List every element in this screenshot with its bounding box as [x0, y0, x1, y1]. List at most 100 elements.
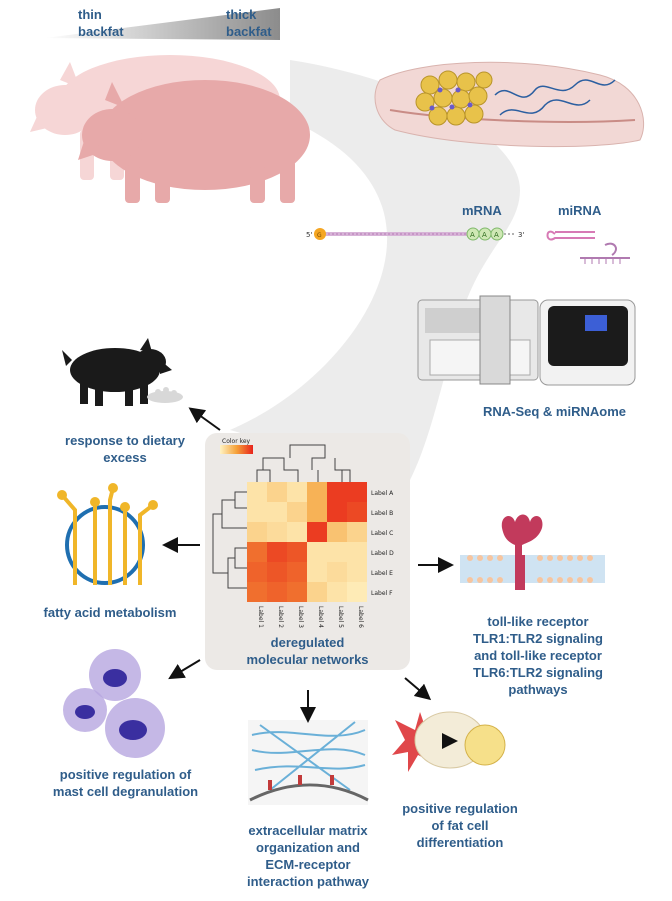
heatmap-cell-3-4	[327, 542, 347, 562]
thick-backfat-label: thick backfat	[226, 6, 272, 40]
heatmap-col-label-0: Label 1	[257, 606, 264, 628]
flow-swoosh	[230, 60, 520, 480]
heatmap-cell-5-5	[347, 582, 367, 602]
center-title: deregulated molecular networks	[215, 634, 400, 668]
heatmap-cell-1-4	[327, 502, 347, 522]
heatmap-cell-1-1	[267, 502, 287, 522]
heatmap-cell-1-5	[347, 502, 367, 522]
mast-cell-line-2: mast cell degranulation	[52, 784, 199, 799]
heatmap-row-label-5: Label F	[371, 590, 393, 597]
polya-a3: A	[494, 231, 499, 239]
fat-cell-differentiation-icon	[392, 711, 506, 772]
dendrogram-left	[212, 491, 247, 589]
heatmap-row-label-1: Label B	[371, 510, 393, 517]
mast-cell-line-1: positive regulation of	[59, 767, 192, 782]
heatmap-col-label-3: Label 4	[317, 606, 324, 628]
center-title-line-2: molecular networks	[246, 652, 369, 667]
dendrogram-top	[256, 444, 351, 482]
ecm-line-1: extracellular matrix	[248, 823, 368, 838]
heatmap-cell-2-3	[307, 522, 327, 542]
heatmap-cell-3-5	[347, 542, 367, 562]
five-prime-label: 5'	[306, 231, 312, 239]
heatmap-cell-5-1	[267, 582, 287, 602]
heatmap-cell-0-5	[347, 482, 367, 502]
thick-line-2: backfat	[226, 24, 272, 39]
heatmap-cell-0-4	[327, 482, 347, 502]
sequencing-label: RNA-Seq & miRNAome	[482, 404, 626, 419]
heatmap-cell-4-2	[287, 562, 307, 582]
fat-cell-line-1: positive regulation	[402, 801, 518, 816]
heatmap-cell-4-3	[307, 562, 327, 582]
tlr-label: toll-like receptor TLR1:TLR2 signaling a…	[458, 613, 618, 698]
backfat-gradient-bar	[45, 8, 280, 40]
heatmap-row-label-3: Label D	[371, 550, 394, 557]
heatmap-col-label-1: Label 2	[277, 606, 284, 628]
dietary-line-1: response to dietary	[65, 433, 185, 448]
fatty-acid-membrane-icon	[57, 483, 158, 585]
cap-letter: G	[317, 232, 322, 239]
heatmap-cell-1-3	[307, 502, 327, 522]
heatmap-cell-2-4	[327, 522, 347, 542]
heatmap-cell-4-0	[247, 562, 267, 582]
fatty-acid-label: fatty acid metabolism	[35, 604, 185, 621]
heatmap-cell-0-3	[307, 482, 327, 502]
arrow-to-diet	[188, 407, 221, 431]
ecm-fibers-icon	[248, 720, 369, 805]
heatmap-cell-2-5	[347, 522, 367, 542]
heatmap-cell-0-2	[287, 482, 307, 502]
thin-line-1: thin	[78, 7, 102, 22]
tlr-line-1: toll-like receptor	[487, 614, 589, 629]
heatmap-cell-5-2	[287, 582, 307, 602]
mirna-icon	[546, 230, 630, 264]
mrna-icon	[314, 227, 516, 241]
tlr-line-2: TLR1:TLR2 signaling	[473, 631, 603, 646]
dietary-label: response to dietary excess	[45, 432, 205, 466]
mrna-label: mRNA	[462, 203, 502, 218]
heatmap-cell-0-1	[267, 482, 287, 502]
mast-cell-label: positive regulation of mast cell degranu…	[28, 766, 223, 800]
heatmap-cell-3-0	[247, 542, 267, 562]
thin-backfat-label: thin backfat	[78, 6, 124, 40]
adipose-tissue-icon	[374, 61, 645, 148]
mast-cell-icon	[63, 649, 165, 758]
heatmap-cell-4-1	[267, 562, 287, 582]
fat-cell-line-3: differentiation	[416, 835, 504, 850]
feed-pile-icon	[147, 387, 183, 403]
thick-line-1: thick	[226, 7, 257, 22]
heatmap-cell-4-4	[327, 562, 347, 582]
ecm-label: extracellular matrix organization and EC…	[228, 822, 388, 890]
fat-cell-label: positive regulation of fat cell differen…	[385, 800, 535, 851]
heatmap-cell-3-2	[287, 542, 307, 562]
tlr-line-5: pathways	[508, 682, 568, 697]
black-pig-icon	[62, 338, 172, 406]
heatmap-row-label-0: Label A	[371, 490, 394, 497]
fat-cell-line-2: of fat cell	[431, 818, 489, 833]
heatmap-cell-1-0	[247, 502, 267, 522]
heatmap-cell-5-4	[327, 582, 347, 602]
heatmap-cell-1-2	[287, 502, 307, 522]
heatmap-col-label-4: Label 5	[337, 606, 344, 628]
polya-a1: A	[470, 231, 475, 239]
polya-a2: A	[482, 231, 487, 239]
sequencer-icon	[417, 295, 636, 386]
three-prime-label: 3'	[518, 231, 524, 239]
arrow-to-fat-cell	[404, 677, 432, 701]
color-key	[220, 445, 253, 454]
mirna-label: miRNA	[558, 203, 602, 218]
pig-thick-icon	[78, 80, 310, 203]
heatmap-cell-3-3	[307, 542, 327, 562]
heatmap-cell-5-3	[307, 582, 327, 602]
heatmap-cell-2-1	[267, 522, 287, 542]
heatmap-cell-3-1	[267, 542, 287, 562]
tlr-line-4: TLR6:TLR2 signaling	[473, 665, 603, 680]
heatmap-col-label-5: Label 6	[357, 606, 364, 628]
center-title-line-1: deregulated	[270, 635, 345, 650]
ecm-line-2: organization and	[256, 840, 360, 855]
thin-line-2: backfat	[78, 24, 124, 39]
dietary-line-2: excess	[103, 450, 147, 465]
arrow-to-mast-cell	[168, 659, 201, 680]
ecm-line-3: ECM-receptor	[265, 857, 351, 872]
fatty-acid-line-1: fatty acid metabolism	[43, 605, 177, 620]
